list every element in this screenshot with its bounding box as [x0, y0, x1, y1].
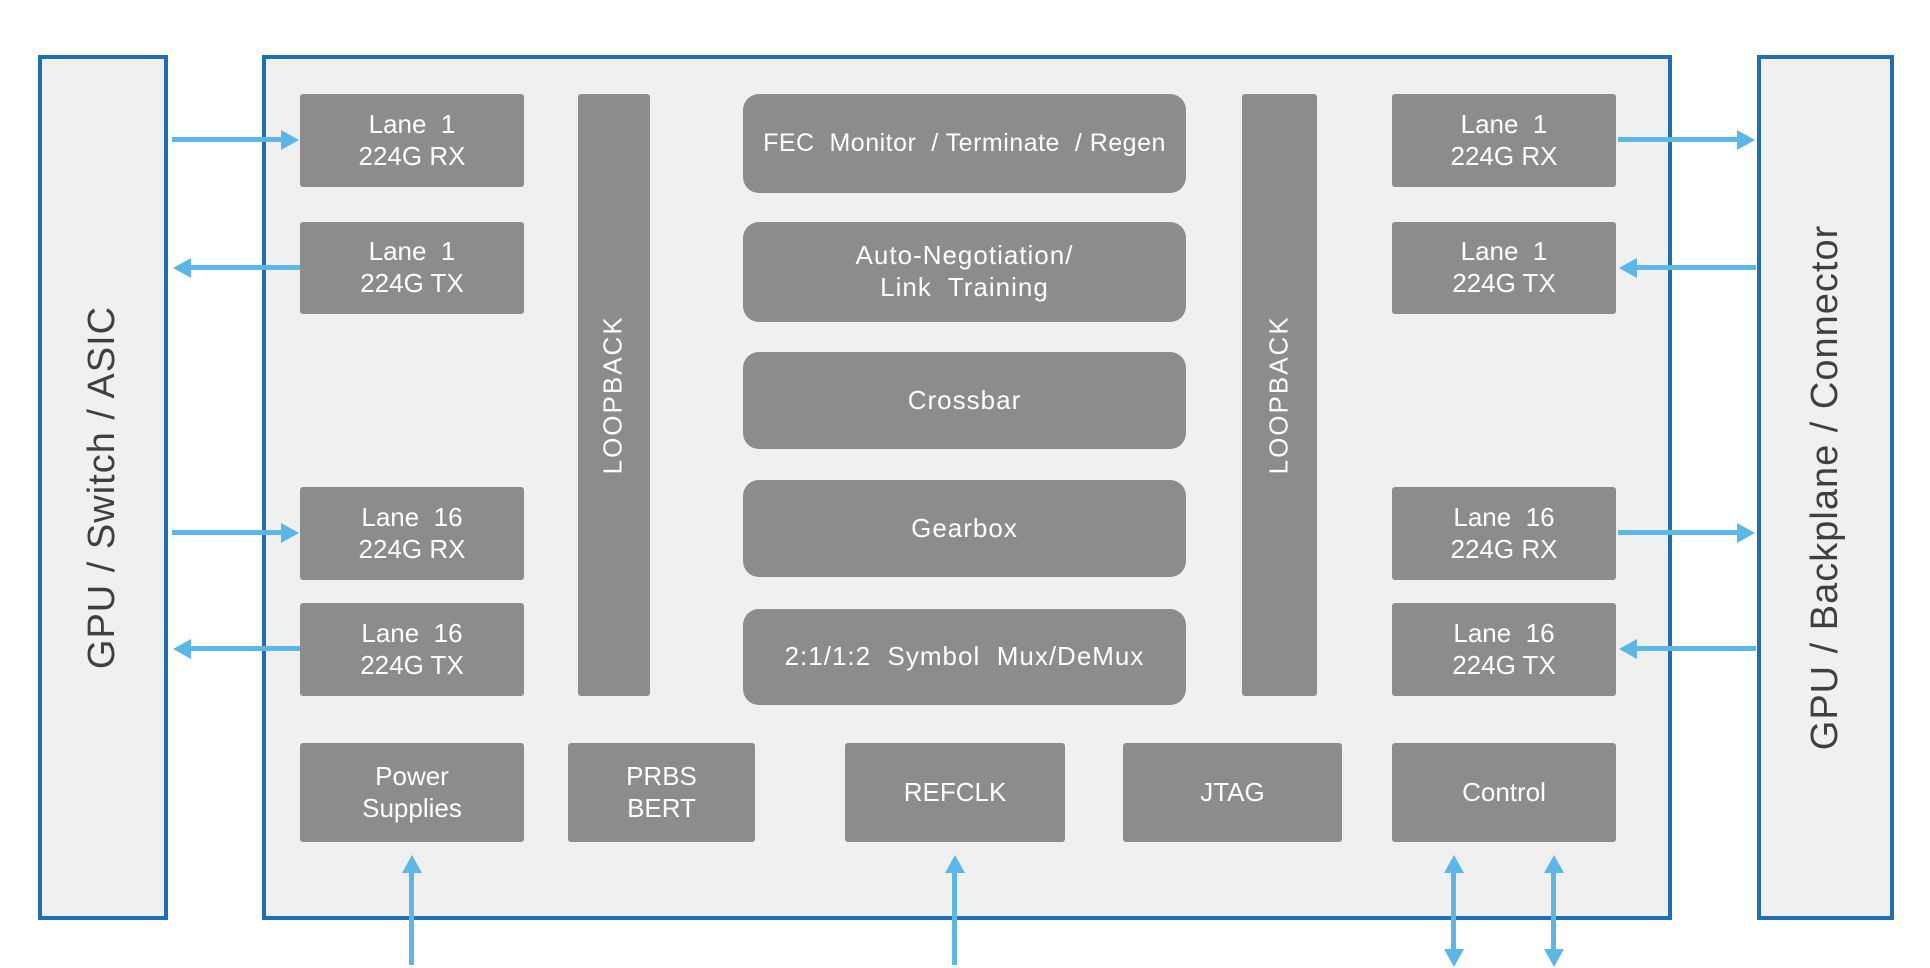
left-lane16-tx-arrow [173, 638, 300, 659]
left-host-panel-label: GPU / Switch / ASIC [81, 305, 124, 670]
right-loopback-block: LOOPBACK [1242, 94, 1317, 696]
symbol-mux-demux-block: 2:1/1:2 Symbol Mux/DeMux [743, 609, 1186, 705]
power-input-arrow [401, 855, 422, 965]
control-block: Control [1392, 743, 1616, 842]
right-loopback-label: LOOPBACK [1263, 315, 1294, 475]
right-host-panel: GPU / Backplane / Connector [1757, 55, 1894, 920]
left-loopback-block: LOOPBACK [578, 94, 650, 696]
left-lane1-tx-arrow [173, 257, 300, 278]
prbs-bert-block: PRBS BERT [568, 743, 755, 842]
jtag-block: JTAG [1123, 743, 1342, 842]
left-lane1-tx-block: Lane 1 224G TX [300, 222, 524, 314]
right-host-panel-label: GPU / Backplane / Connector [1804, 224, 1847, 751]
left-host-panel: GPU / Switch / ASIC [38, 55, 168, 920]
right-lane16-tx-block: Lane 16 224G TX [1392, 603, 1616, 696]
right-lane16-rx-block: Lane 16 224G RX [1392, 487, 1616, 580]
fec-block: FEC Monitor / Terminate / Regen [743, 94, 1186, 193]
right-lane1-rx-arrow [1618, 129, 1755, 150]
right-lane16-tx-arrow [1619, 638, 1756, 659]
left-loopback-label: LOOPBACK [598, 315, 629, 475]
control-bidir-arrow-1 [1443, 855, 1464, 967]
gearbox-block: Gearbox [743, 480, 1186, 577]
crossbar-block: Crossbar [743, 352, 1186, 449]
right-lane1-rx-block: Lane 1 224G RX [1392, 94, 1616, 187]
control-bidir-arrow-2 [1543, 855, 1564, 967]
right-lane1-tx-block: Lane 1 224G TX [1392, 222, 1616, 314]
left-lane1-rx-block: Lane 1 224G RX [300, 94, 524, 187]
left-lane16-tx-block: Lane 16 224G TX [300, 603, 524, 696]
autoneg-link-training-block: Auto-Negotiation/ Link Training [743, 222, 1186, 322]
refclk-input-arrow [944, 855, 965, 965]
left-lane1-rx-arrow [172, 129, 299, 150]
power-supplies-block: Power Supplies [300, 743, 524, 842]
left-lane16-rx-block: Lane 16 224G RX [300, 487, 524, 580]
refclk-block: REFCLK [845, 743, 1065, 842]
right-lane1-tx-arrow [1619, 257, 1756, 278]
right-lane16-rx-arrow [1618, 522, 1755, 543]
left-lane16-rx-arrow [172, 522, 299, 543]
